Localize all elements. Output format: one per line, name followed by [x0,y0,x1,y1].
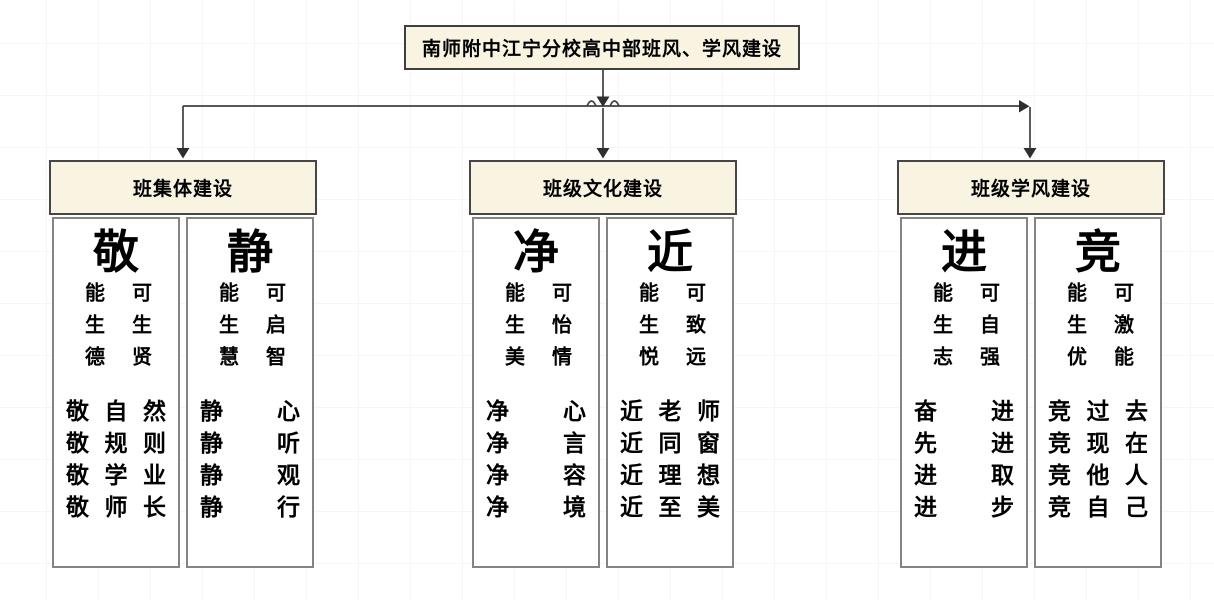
slogan-right: 可生贤 [128,281,151,378]
slogan-pair: 能生慧 可启智 [215,281,285,378]
branch-columns: 敬 能生德 可生贤 敬自然 敬规则 敬学业 敬师长 静 能生慧 可启智 静心 静… [49,215,317,568]
branch-columns: 净 能生美 可怡情 净心 净言 净容 净境 近 能生悦 可致远 近老师 近同窗 … [469,215,737,568]
phrase: 进取 [914,461,1014,489]
phrase: 近至美 [620,493,720,521]
pillar-column: 近 能生悦 可致远 近老师 近同窗 近理想 近至美 [606,217,734,568]
slogan-left: 能生慧 [215,281,238,378]
phrase: 先进 [914,429,1014,457]
branch-header: 班级文化建设 [469,160,737,215]
phrase: 敬学业 [66,461,166,489]
branch-class-collective: 班集体建设 敬 能生德 可生贤 敬自然 敬规则 敬学业 敬师长 静 能生慧 可启… [49,160,317,568]
slogan-pair: 能生美 可怡情 [501,281,571,378]
pillar-big-char: 进 [941,225,987,279]
branch-class-culture: 班级文化建设 净 能生美 可怡情 净心 净言 净容 净境 近 能生悦 可致远 近… [469,160,737,568]
slogan-right: 可激能 [1110,281,1133,378]
slogan-left: 能生美 [501,281,524,378]
phrase: 静心 [200,397,300,425]
phrase: 近同窗 [620,429,720,457]
slogan-left: 能生德 [81,281,104,378]
slogan-pair: 能生志 可自强 [929,281,999,378]
phrase: 净境 [486,493,586,521]
pillar-big-char: 竞 [1075,225,1121,279]
phrase: 近理想 [620,461,720,489]
slogan-left: 能生悦 [635,281,658,378]
slogan-right: 可致远 [682,281,705,378]
phrase: 静行 [200,493,300,521]
phrase: 静观 [200,461,300,489]
slogan-pair: 能生优 可激能 [1063,281,1133,378]
phrase-list: 近老师 近同窗 近理想 近至美 [608,397,732,522]
arrow-down-icon [596,148,610,159]
phrase: 净容 [486,461,586,489]
phrase: 近老师 [620,397,720,425]
pillar-big-char: 静 [227,225,273,279]
phrase-list: 净心 净言 净容 净境 [474,397,598,522]
phrase: 进步 [914,493,1014,521]
arrow-down-icon [596,96,610,107]
phrase: 净言 [486,429,586,457]
phrase: 敬自然 [66,397,166,425]
phrase-list: 奋进 先进 进取 进步 [902,397,1026,522]
phrase: 竞自己 [1048,493,1148,521]
phrase-list: 竞过去 竞现在 竞他人 竞自己 [1036,397,1160,522]
slogan-left: 能生志 [929,281,952,378]
phrase: 竞他人 [1048,461,1148,489]
pillar-column: 静 能生慧 可启智 静心 静听 静观 静行 [186,217,314,568]
slogan-left: 能生优 [1063,281,1086,378]
arrow-down-icon [176,148,190,159]
branch-columns: 进 能生志 可自强 奋进 先进 进取 进步 竞 能生优 可激能 竞过去 竞现在 … [897,215,1165,568]
pillar-column: 竞 能生优 可激能 竞过去 竞现在 竞他人 竞自己 [1034,217,1162,568]
phrase: 敬规则 [66,429,166,457]
branch-study-style: 班级学风建设 进 能生志 可自强 奋进 先进 进取 进步 竞 能生优 可激能 竞… [897,160,1165,568]
phrase: 竞过去 [1048,397,1148,425]
diagram-title: 南师附中江宁分校高中部班风、学风建设 [404,25,800,70]
pillar-column: 敬 能生德 可生贤 敬自然 敬规则 敬学业 敬师长 [52,217,180,568]
branch-header: 班级学风建设 [897,160,1165,215]
connector-hop-right [609,100,620,107]
slogan-right: 可启智 [262,281,285,378]
pillar-column: 净 能生美 可怡情 净心 净言 净容 净境 [472,217,600,568]
slogan-pair: 能生悦 可致远 [635,281,705,378]
slogan-right: 可怡情 [548,281,571,378]
branch-header: 班集体建设 [49,160,317,215]
slogan-pair: 能生德 可生贤 [81,281,151,378]
phrase: 敬师长 [66,493,166,521]
slogan-right: 可自强 [976,281,999,378]
phrase: 竞现在 [1048,429,1148,457]
pillar-big-char: 近 [647,225,693,279]
arrow-right-icon [1019,100,1030,113]
phrase: 净心 [486,397,586,425]
phrase-list: 敬自然 敬规则 敬学业 敬师长 [54,397,178,522]
phrase: 奋进 [914,397,1014,425]
arrow-down-icon [1023,148,1037,159]
pillar-column: 进 能生志 可自强 奋进 先进 进取 进步 [900,217,1028,568]
pillar-big-char: 净 [513,225,559,279]
phrase-list: 静心 静听 静观 静行 [188,397,312,522]
phrase: 静听 [200,429,300,457]
connector-hop-left [586,100,597,107]
pillar-big-char: 敬 [93,225,139,279]
